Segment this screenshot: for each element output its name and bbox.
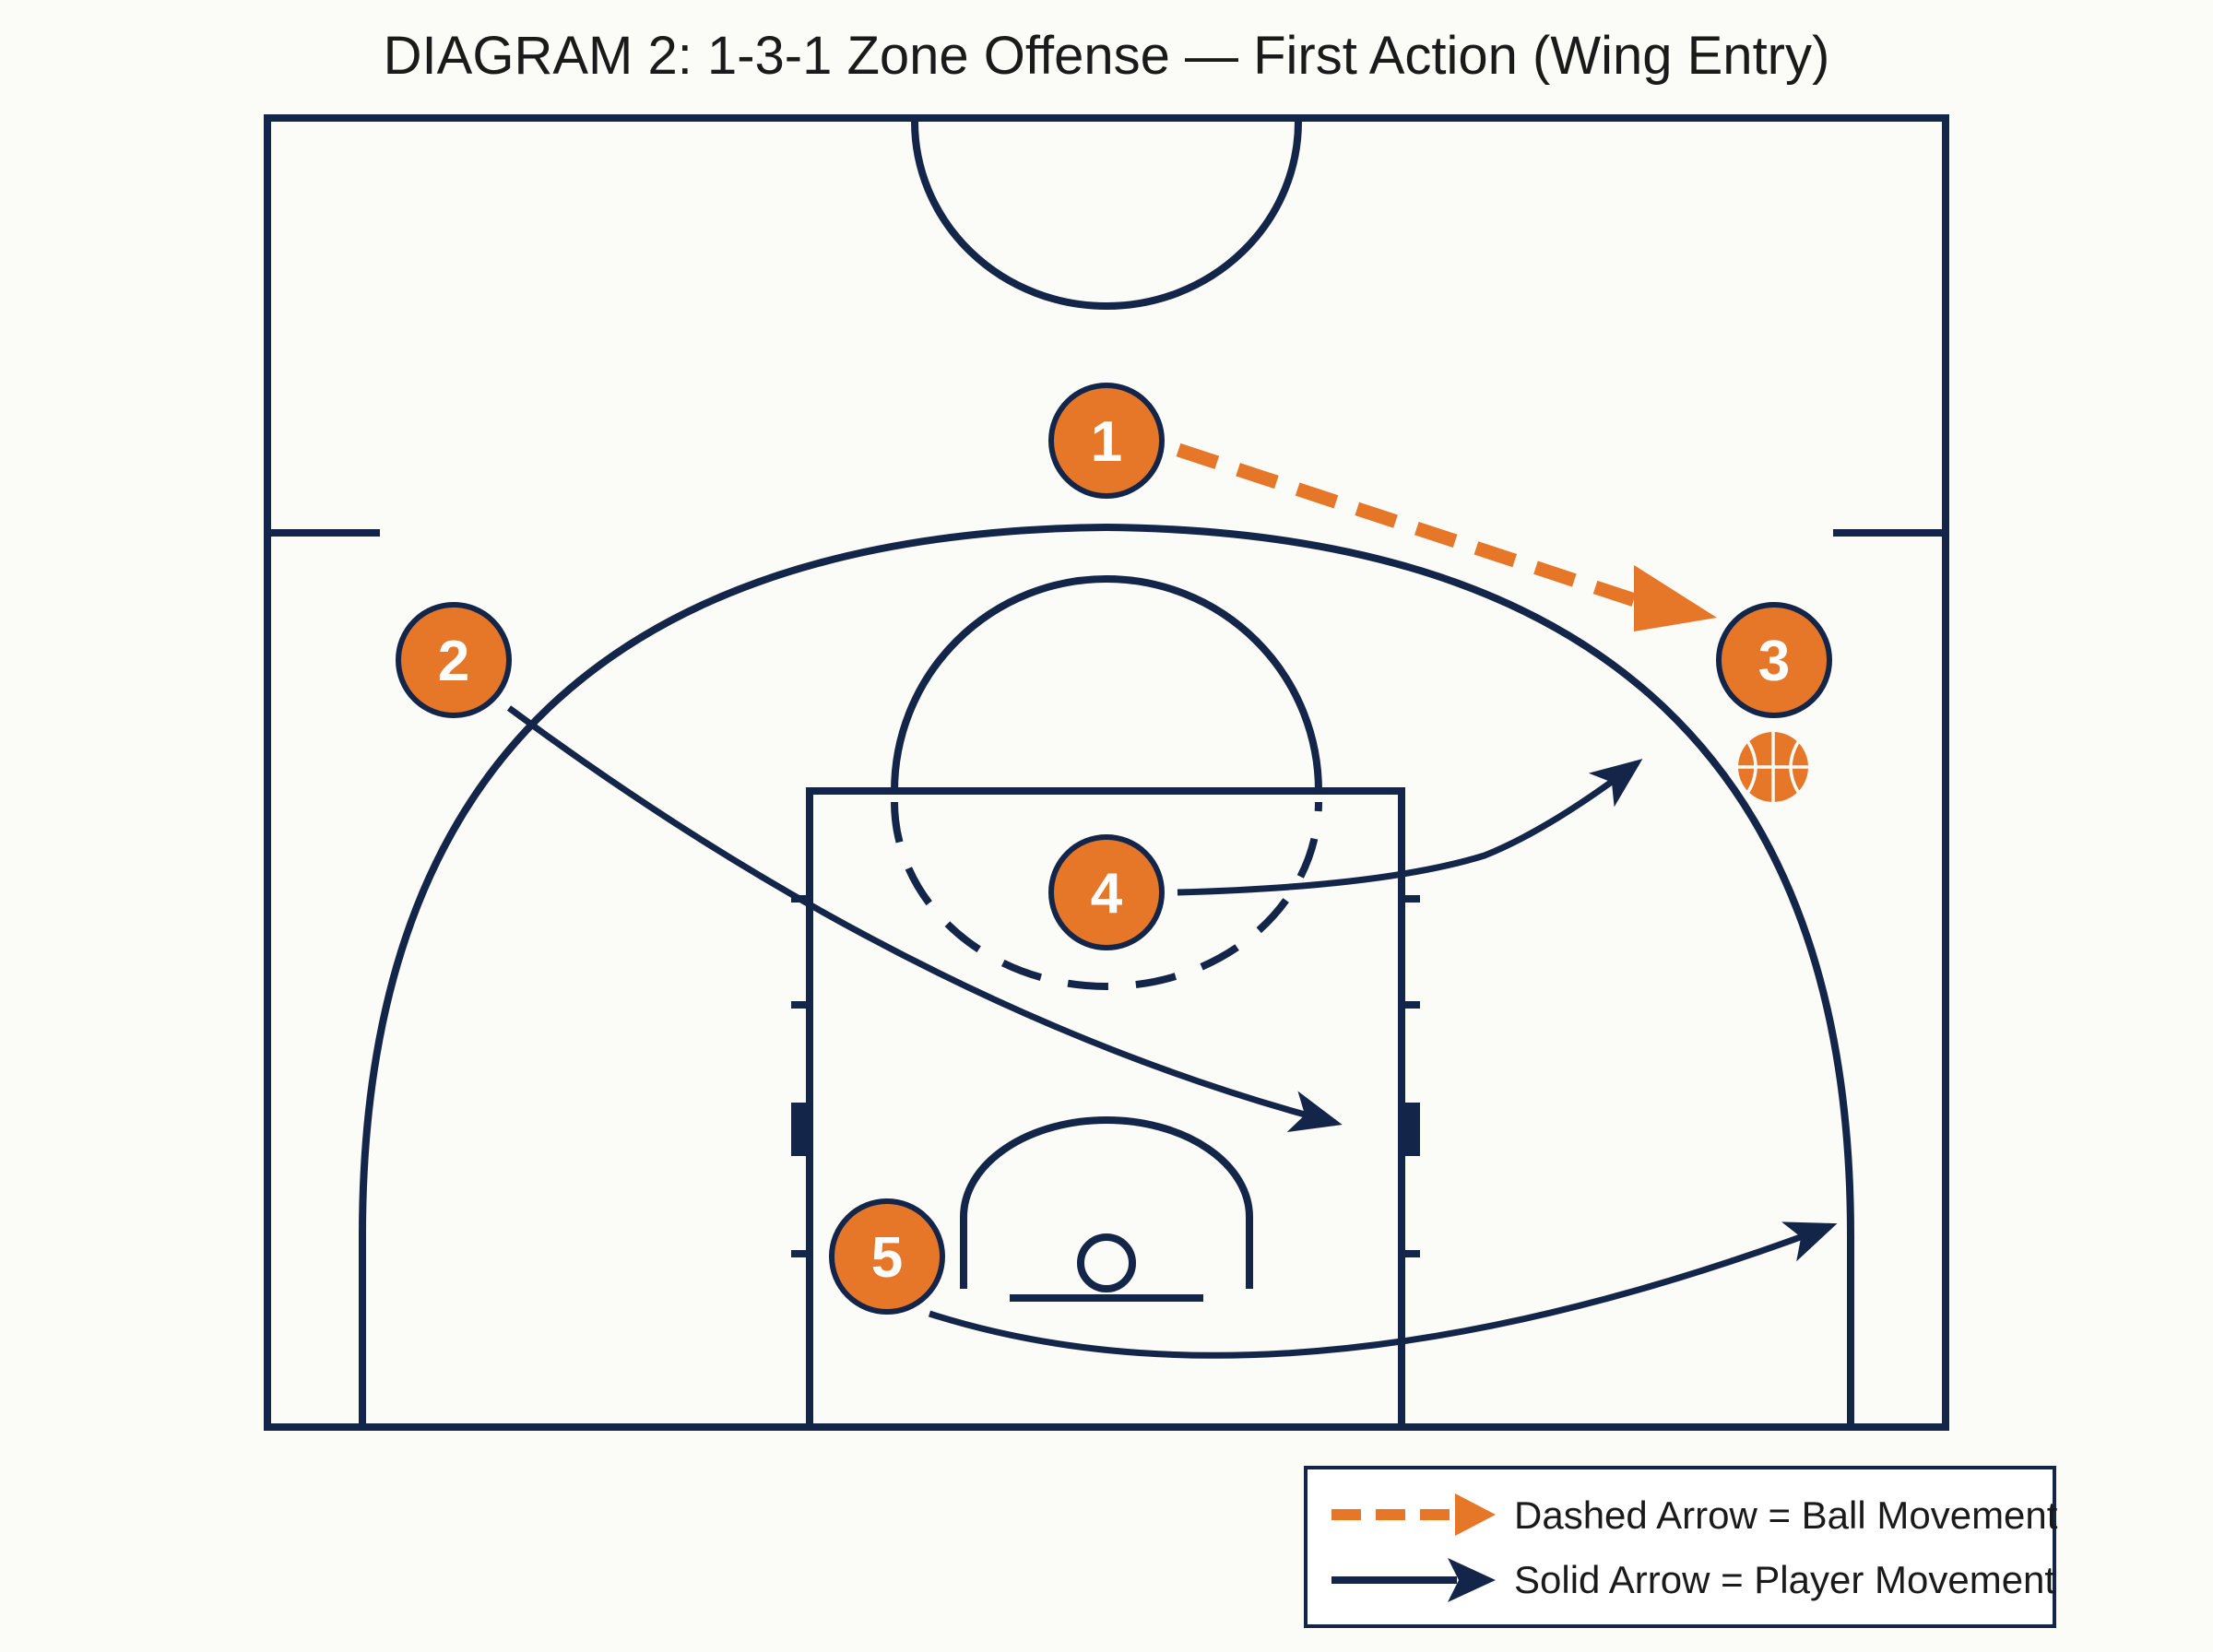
- lane-block-left: [791, 1103, 811, 1156]
- free-throw-circle-bottom-dashed: [891, 801, 1322, 990]
- basketball-icon: [1738, 732, 1808, 802]
- legend-box: [1304, 1466, 2056, 1628]
- legend-dashed-label: Dashed Arrow = Ball Movement: [1514, 1493, 2058, 1537]
- player-4-marker: 4: [1048, 834, 1165, 950]
- player-5-number: 5: [871, 1226, 903, 1290]
- player-3-number: 3: [1758, 630, 1790, 693]
- free-throw-circle-top: [891, 575, 1322, 792]
- player-5-marker: 5: [829, 1198, 945, 1315]
- cut-path-player-2: [506, 705, 1343, 1133]
- rim: [1077, 1233, 1136, 1292]
- player-2-marker: 2: [396, 602, 512, 718]
- player-4-number: 4: [1091, 862, 1123, 926]
- restricted-area-arc: [960, 1116, 1253, 1289]
- ball-pass-arrowhead: [1634, 565, 1717, 631]
- half-court: [264, 114, 1949, 1431]
- legend-solid-arrow-icon: [1331, 1558, 1496, 1602]
- legend: Dashed Arrow = Ball Movement Solid Arrow…: [1304, 1466, 2058, 1628]
- court-boundary: [264, 114, 1949, 1431]
- legend-solid-label: Solid Arrow = Player Movement: [1514, 1558, 2055, 1601]
- player-1-number: 1: [1091, 410, 1122, 474]
- ball-pass-dashed-line: [1176, 442, 1663, 616]
- player-2-number: 2: [438, 630, 469, 693]
- player-3-marker: 3: [1716, 602, 1832, 718]
- diagram-title: DIAGRAM 2: 1-3-1 Zone Offense — First Ac…: [384, 26, 1830, 86]
- three-point-arc: [359, 523, 1854, 1427]
- legend-dashed-arrow-icon: [1331, 1493, 1496, 1536]
- cut-path-player-5: [928, 1221, 1838, 1359]
- player-movement-paths: [506, 705, 1838, 1359]
- lane-block-right: [1400, 1103, 1420, 1156]
- player-1-marker: 1: [1048, 383, 1165, 499]
- cut-path-player-4: [1177, 759, 1643, 896]
- ball-pass-arrow: [1176, 442, 1717, 631]
- center-circle-arc: [911, 121, 1302, 310]
